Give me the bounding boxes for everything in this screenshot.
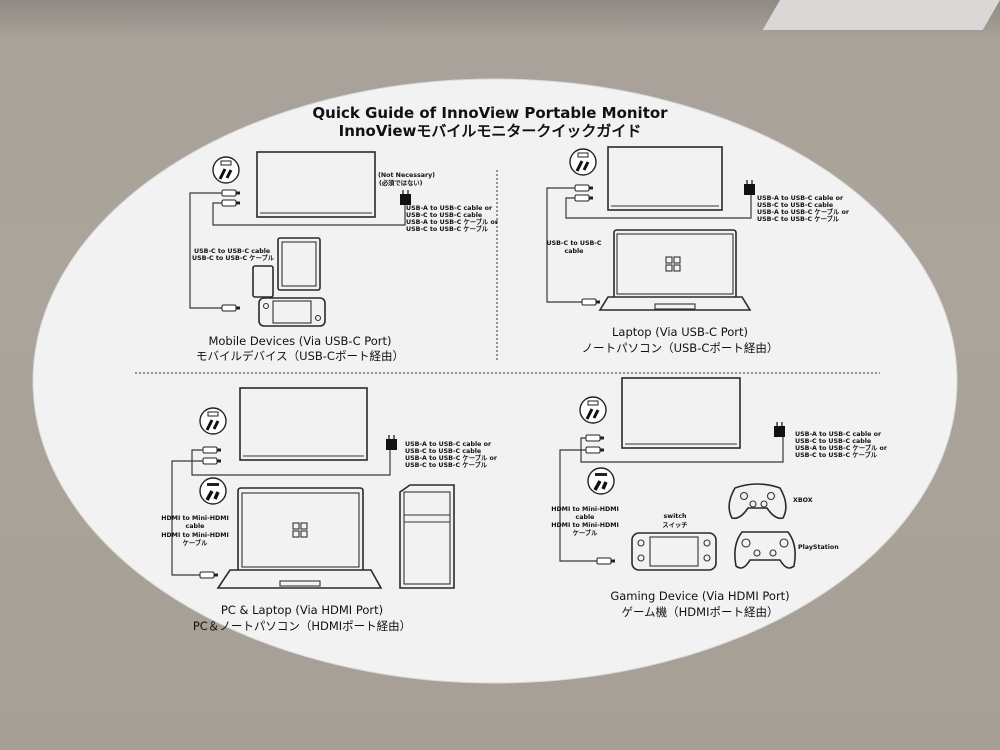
- cable-label: cable: [565, 248, 584, 255]
- cable-label: cable: [186, 523, 205, 530]
- cable-label: HDMI to Mini-HDMI: [161, 532, 229, 539]
- tablet-icon: [277, 237, 321, 291]
- monitor-icon: [239, 387, 368, 461]
- section-title-en: Mobile Devices (Via USB-C Port): [208, 334, 391, 348]
- monitor-icon: [607, 146, 723, 211]
- charger-cable-label: USB-C to USB-C ケーブル: [406, 224, 489, 233]
- title-jp: InnoViewモバイルモニタークイックガイド: [339, 122, 642, 140]
- cable-label: HDMI to Mini-HDMI: [161, 515, 229, 522]
- cable-label: USB-C to USB-C cable: [194, 248, 270, 255]
- section-title-en: PC & Laptop (Via HDMI Port): [221, 603, 383, 617]
- cable-label: HDMI to Mini-HDMI: [551, 522, 619, 529]
- charger-cable-label: USB-C to USB-C ケーブル: [757, 214, 840, 223]
- usb-c-port-icon: [578, 395, 608, 425]
- section-pc-laptop: USB-A to USB-C cable or USB-C to USB-C c…: [161, 387, 498, 633]
- charger-cable-label: USB-A to USB-C cable or: [795, 431, 882, 438]
- hdmi-port-icon: [198, 476, 228, 506]
- cable-label: USB-C to USB-C: [546, 240, 601, 247]
- section-mobile-devices: (Not Necessary) (必須ではない) USB-A to USB-C …: [189, 151, 499, 363]
- note-en: (Not Necessary): [378, 172, 435, 179]
- charger-cable-label: USB-C to USB-C ケーブル: [405, 460, 488, 469]
- charger-cable-label: USB-A to USB-C ケーブル or: [406, 217, 499, 226]
- playstation-label: PlayStation: [798, 544, 839, 551]
- pc-tower-icon: [399, 484, 455, 589]
- cable-label: ケーブル: [573, 528, 599, 537]
- cable-label: ケーブル: [183, 538, 209, 547]
- card-shape: [32, 78, 958, 684]
- section-title-jp: ゲーム機（HDMIポート経由）: [622, 605, 779, 619]
- charger-cable-label: USB-C to USB-C cable: [406, 212, 482, 219]
- section-title-jp: PC＆ノートパソコン（HDMIポート経由）: [193, 619, 411, 633]
- monitor-icon: [621, 377, 741, 449]
- charger-cable-label: USB-C to USB-C ケーブル: [795, 450, 878, 459]
- charger-cable-label: USB-C to USB-C cable: [405, 448, 481, 455]
- switch-label: スイッチ: [662, 521, 687, 529]
- cable-label: USB-C to USB-C ケーブル: [192, 253, 275, 262]
- usb-c-port-icon: [211, 155, 241, 185]
- charger-cable-label: USB-A to USB-C ケーブル or: [405, 453, 498, 462]
- charger-cable-label: USB-A to USB-C ケーブル or: [795, 443, 888, 452]
- laptop-icon: [598, 229, 752, 311]
- hdmi-port-icon: [586, 466, 616, 496]
- section-title-jp: ノートパソコン（USB-Cポート経由）: [582, 341, 779, 355]
- usb-c-port-icon: [198, 406, 228, 436]
- section-gaming-device: USB-A to USB-C cable or USB-C to USB-C c…: [551, 377, 888, 619]
- charger-cable-label: USB-A to USB-C ケーブル or: [757, 207, 850, 216]
- note-jp: (必須ではない): [379, 178, 423, 187]
- charger-cable-label: USB-C to USB-C cable: [795, 438, 871, 445]
- section-title-en: Laptop (Via USB-C Port): [612, 325, 748, 339]
- monitor-icon: [256, 151, 376, 218]
- phone-icon: [252, 265, 274, 298]
- section-title-jp: モバイルデバイス（USB-Cポート経由）: [196, 349, 404, 363]
- laptop-icon: [216, 487, 383, 589]
- xbox-label: XBOX: [793, 497, 813, 504]
- cable-label: HDMI to Mini-HDMI: [551, 506, 619, 513]
- charger-cable-label: USB-A to USB-C cable or: [406, 205, 493, 212]
- charger-cable-label: USB-A to USB-C cable or: [405, 441, 492, 448]
- switch-icon: [258, 297, 326, 327]
- charger-cable-label: USB-C to USB-C cable: [757, 202, 833, 209]
- xbox-controller-icon: [728, 483, 787, 520]
- section-title-en: Gaming Device (Via HDMI Port): [610, 589, 789, 603]
- switch-label: switch: [664, 513, 687, 520]
- charger-cable-label: USB-A to USB-C cable or: [757, 195, 844, 202]
- cable-label: cable: [576, 514, 595, 521]
- usb-c-port-icon: [568, 147, 598, 177]
- playstation-controller-icon: [734, 531, 796, 569]
- title-en: Quick Guide of InnoView Portable Monitor: [312, 104, 668, 122]
- section-laptop: USB-A to USB-C cable or USB-C to USB-C c…: [546, 146, 850, 355]
- switch-console-icon: [631, 532, 717, 571]
